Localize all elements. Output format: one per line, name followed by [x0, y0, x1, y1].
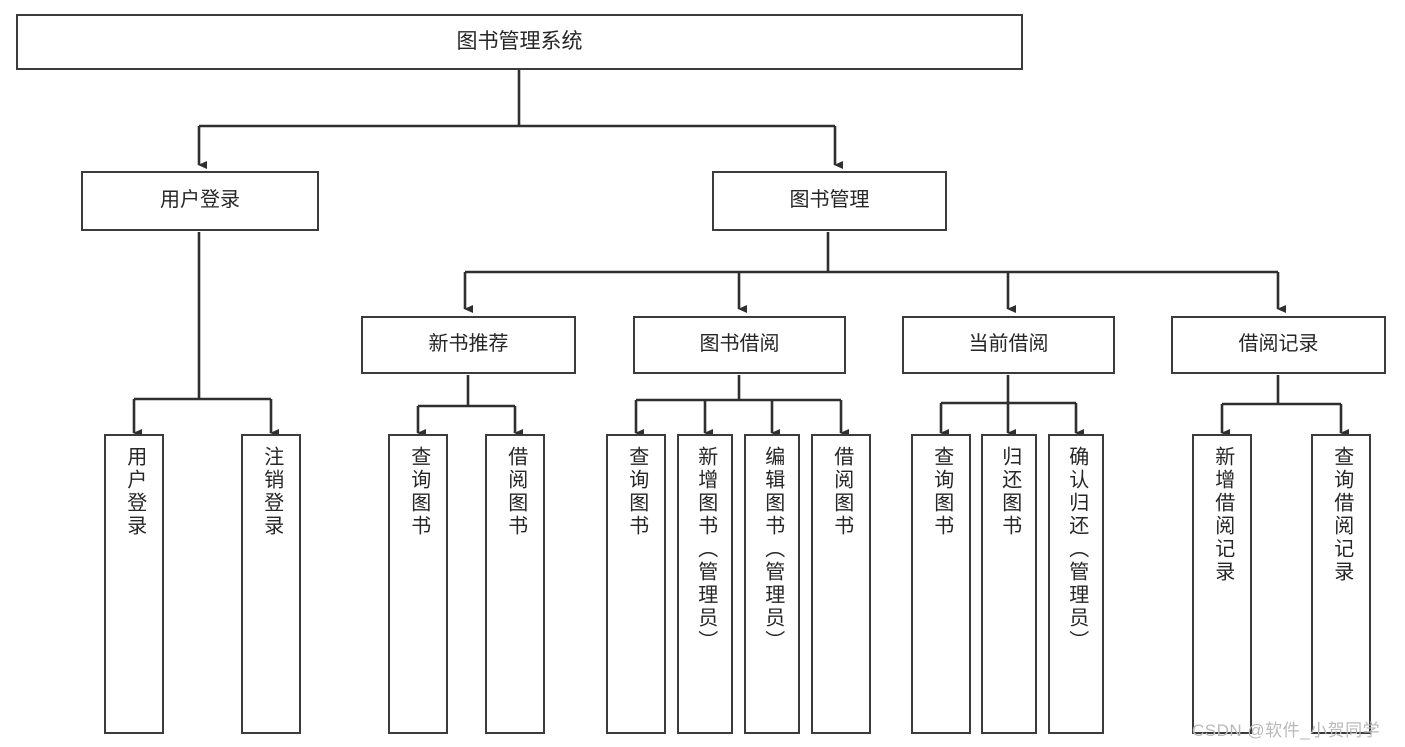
leaf-current-confirm-return-label: 确认归还（管理员） — [1065, 446, 1088, 653]
csdn-watermark: CSDN @软件_小贺同学 — [1192, 721, 1381, 740]
node-root[interactable]: 图书管理系统 — [16, 14, 1023, 70]
leaf-borrow-edit-book[interactable]: 编辑图书（管理员） — [744, 434, 800, 734]
leaf-current-query-book-label: 查询图书 — [930, 446, 953, 538]
leaf-records-add-record-label: 新增借阅记录 — [1211, 446, 1234, 584]
leaf-current-confirm-return[interactable]: 确认归还（管理员） — [1048, 434, 1104, 734]
node-book-borrow-label: 图书借阅 — [699, 333, 780, 356]
leaf-borrow-add-book[interactable]: 新增图书（管理员） — [677, 434, 733, 734]
leaf-borrow-add-book-label: 新增图书（管理员） — [694, 446, 717, 653]
leaf-recommend-query-book[interactable]: 查询图书 — [388, 434, 448, 734]
node-new-book-recommend-label: 新书推荐 — [428, 333, 509, 356]
leaf-user-login-signin-label: 用户登录 — [123, 446, 146, 538]
node-user-login[interactable]: 用户登录 — [81, 171, 319, 231]
leaf-borrow-borrow-book[interactable]: 借阅图书 — [811, 434, 871, 734]
leaf-current-query-book[interactable]: 查询图书 — [911, 434, 971, 734]
node-root-label: 图书管理系统 — [456, 29, 583, 53]
node-current-borrow-label: 当前借阅 — [968, 333, 1049, 356]
leaf-borrow-edit-book-label: 编辑图书（管理员） — [761, 446, 784, 653]
leaf-borrow-query-book[interactable]: 查询图书 — [606, 434, 666, 734]
leaf-user-login-signin[interactable]: 用户登录 — [104, 434, 164, 734]
leaf-recommend-borrow-book-label: 借阅图书 — [504, 446, 527, 538]
node-book-management-label: 图书管理 — [789, 189, 870, 212]
node-book-management[interactable]: 图书管理 — [712, 171, 947, 231]
leaf-records-query-record-label: 查询借阅记录 — [1330, 446, 1353, 584]
leaf-borrow-borrow-book-label: 借阅图书 — [830, 446, 853, 538]
leaf-recommend-borrow-book[interactable]: 借阅图书 — [485, 434, 545, 734]
node-borrow-records[interactable]: 借阅记录 — [1171, 316, 1386, 374]
leaf-borrow-query-book-label: 查询图书 — [625, 446, 648, 538]
leaf-recommend-query-book-label: 查询图书 — [407, 446, 430, 538]
node-new-book-recommend[interactable]: 新书推荐 — [361, 316, 576, 374]
node-book-borrow[interactable]: 图书借阅 — [633, 316, 846, 374]
leaf-records-add-record[interactable]: 新增借阅记录 — [1192, 434, 1252, 734]
node-user-login-label: 用户登录 — [160, 189, 240, 212]
leaf-user-login-signout[interactable]: 注销登录 — [241, 434, 301, 734]
leaf-current-return-book[interactable]: 归还图书 — [981, 434, 1037, 734]
leaf-user-login-signout-label: 注销登录 — [260, 446, 283, 538]
node-borrow-records-label: 借阅记录 — [1238, 333, 1319, 356]
node-current-borrow[interactable]: 当前借阅 — [902, 316, 1115, 374]
leaf-records-query-record[interactable]: 查询借阅记录 — [1311, 434, 1371, 734]
leaf-current-return-book-label: 归还图书 — [998, 446, 1021, 538]
